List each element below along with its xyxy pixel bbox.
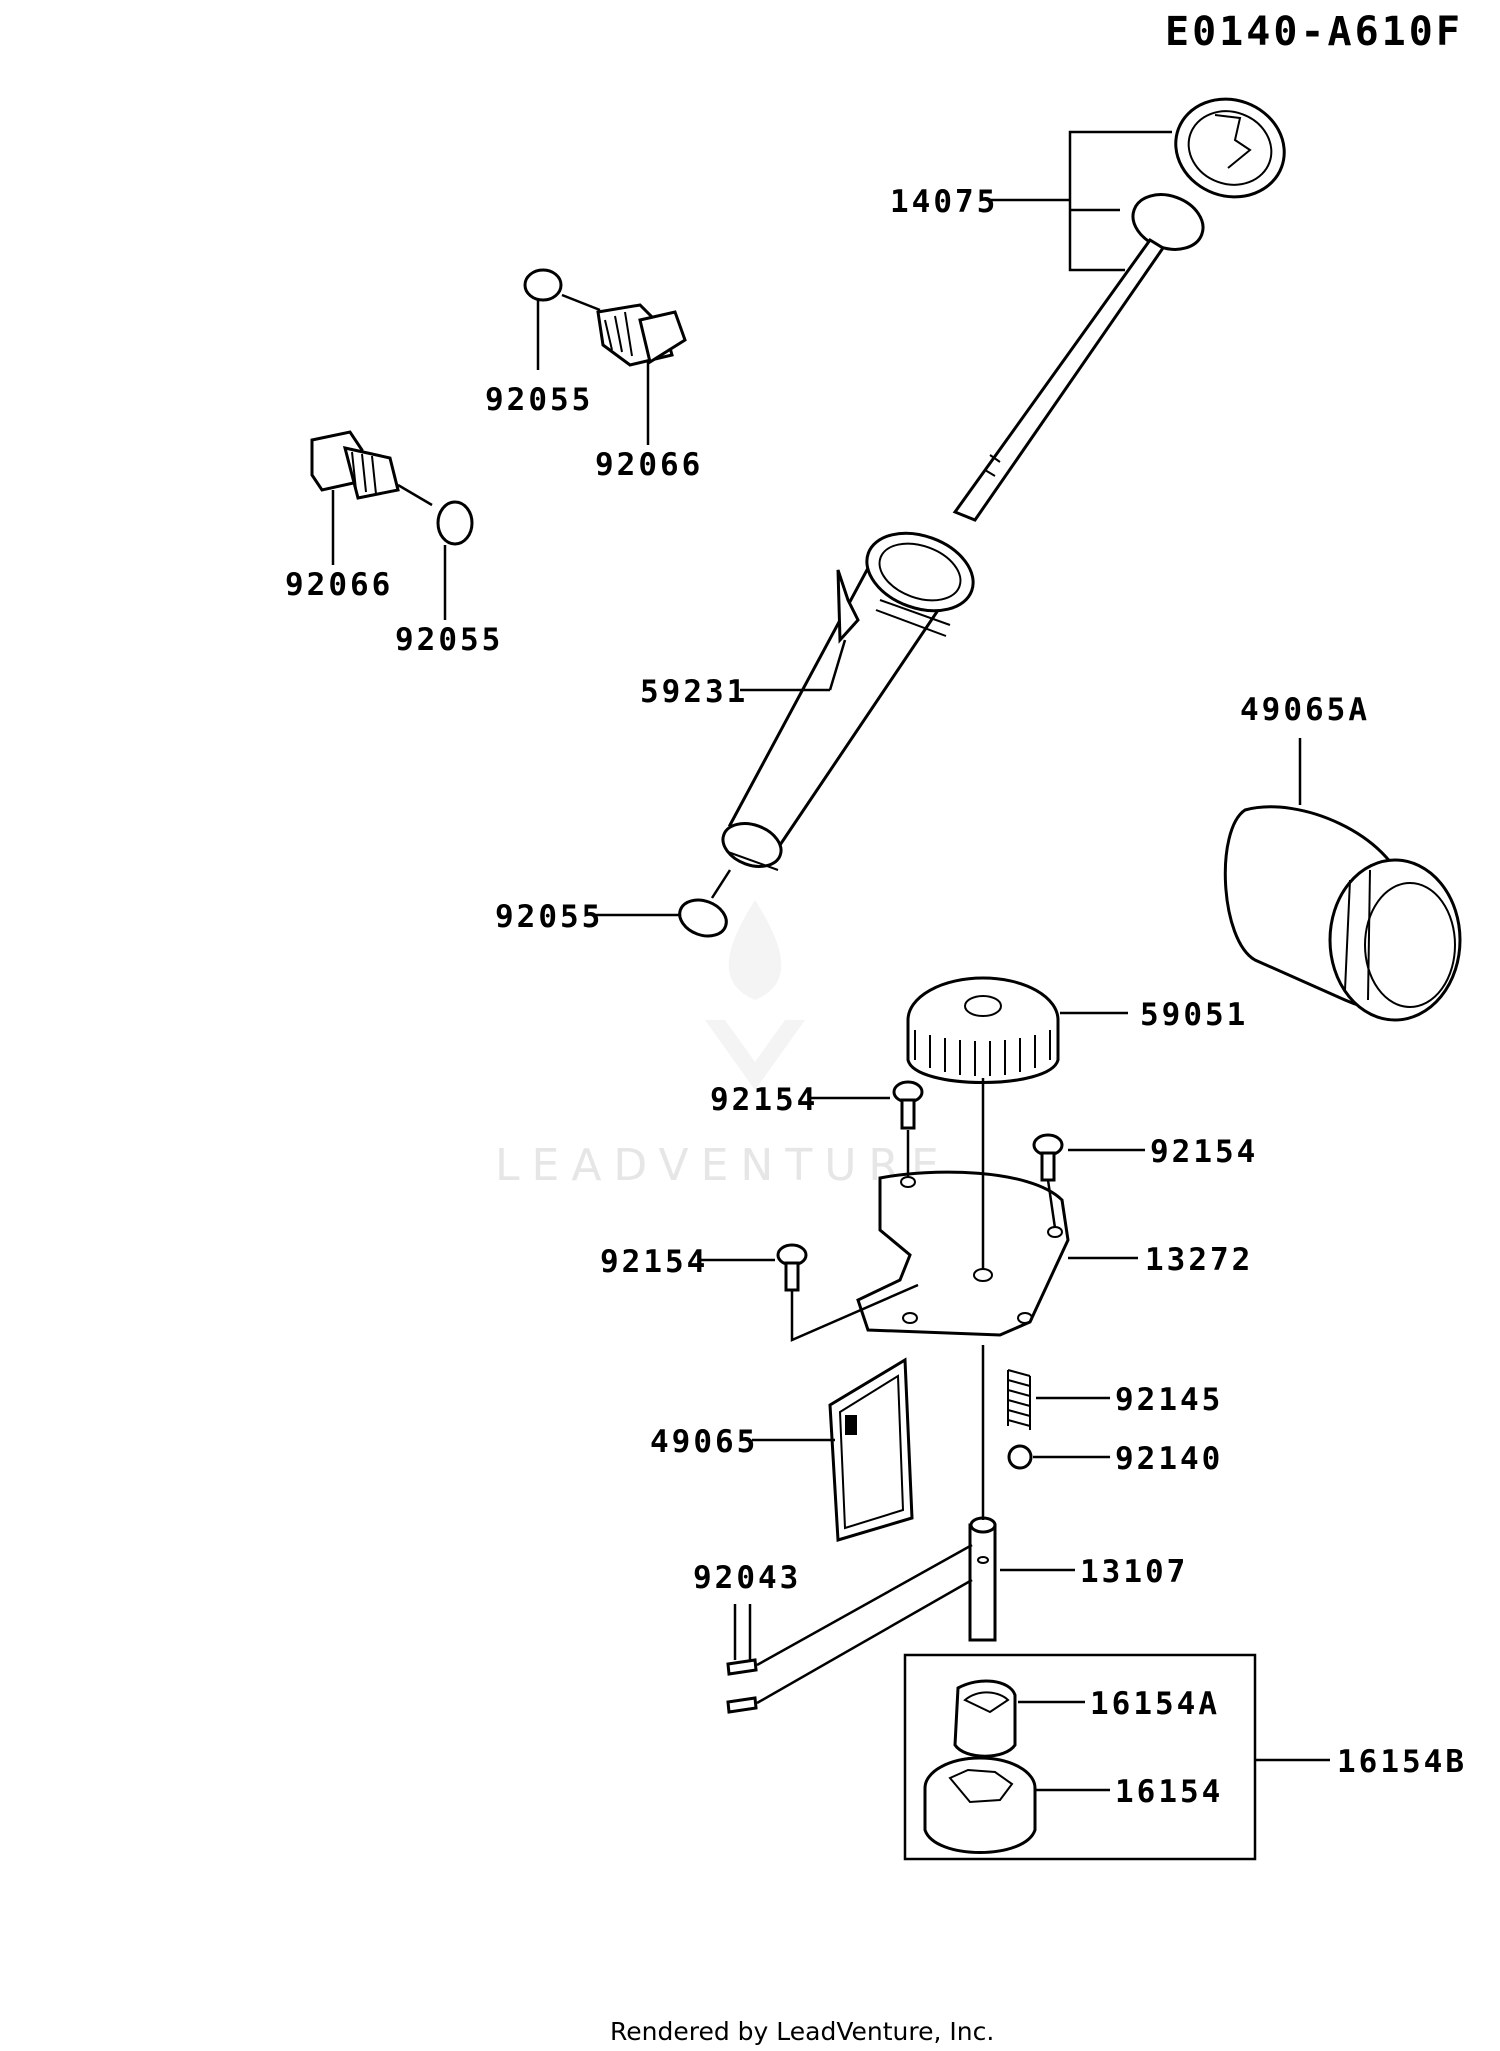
oil-filter xyxy=(1223,805,1462,1022)
label-92043: 92043 xyxy=(693,1560,801,1596)
shaft-pins xyxy=(726,1658,758,1714)
inner-rotor xyxy=(953,1679,1017,1758)
label-92154-a: 92154 xyxy=(710,1082,818,1118)
diagram-code: E0140-A610F xyxy=(1165,9,1463,55)
bolt-c xyxy=(776,1243,808,1292)
o-ring-top xyxy=(523,268,563,302)
label-49065A: 49065A xyxy=(1240,692,1370,728)
oil-pump-gear xyxy=(906,976,1060,1084)
label-92140: 92140 xyxy=(1115,1441,1223,1477)
label-13272: 13272 xyxy=(1145,1242,1253,1278)
label-59051: 59051 xyxy=(1140,997,1248,1033)
label-92055-left: 92055 xyxy=(395,622,503,658)
label-92145: 92145 xyxy=(1115,1382,1223,1418)
relief-ball xyxy=(1007,1444,1033,1470)
label-92055-top: 92055 xyxy=(485,382,593,418)
label-14075: 14075 xyxy=(890,184,998,220)
label-49065: 49065 xyxy=(650,1424,758,1460)
drain-plug-left xyxy=(310,430,400,500)
label-92066-left: 92066 xyxy=(285,567,393,603)
footer-credit: Rendered by LeadVenture, Inc. xyxy=(610,2017,994,2046)
pump-cover-plate xyxy=(856,1170,1070,1337)
label-13107: 13107 xyxy=(1080,1554,1188,1590)
dipstick-part xyxy=(952,97,1286,522)
label-92055-tube: 92055 xyxy=(495,899,603,935)
label-59231: 59231 xyxy=(640,674,748,710)
bolt-a xyxy=(892,1080,924,1130)
o-ring-tube xyxy=(678,898,728,938)
rotor-set-box xyxy=(903,1653,1257,1861)
label-92154-c: 92154 xyxy=(600,1244,708,1280)
label-16154: 16154 xyxy=(1115,1774,1223,1810)
label-92154-b: 92154 xyxy=(1150,1134,1258,1170)
bolt-b xyxy=(1032,1133,1064,1182)
pump-shaft xyxy=(968,1516,997,1642)
oil-fill-tube xyxy=(721,531,975,871)
oil-strainer xyxy=(828,1357,914,1542)
watermark-logo xyxy=(705,900,805,1090)
label-92066-top: 92066 xyxy=(595,447,703,483)
label-16154B: 16154B xyxy=(1337,1744,1467,1780)
watermark-text: LEADVENTURE xyxy=(495,1140,951,1191)
o-ring-left xyxy=(436,500,474,546)
relief-spring xyxy=(1007,1369,1031,1430)
drain-plug-top xyxy=(596,303,687,367)
outer-rotor xyxy=(923,1756,1037,1854)
label-16154A: 16154A xyxy=(1090,1686,1220,1722)
